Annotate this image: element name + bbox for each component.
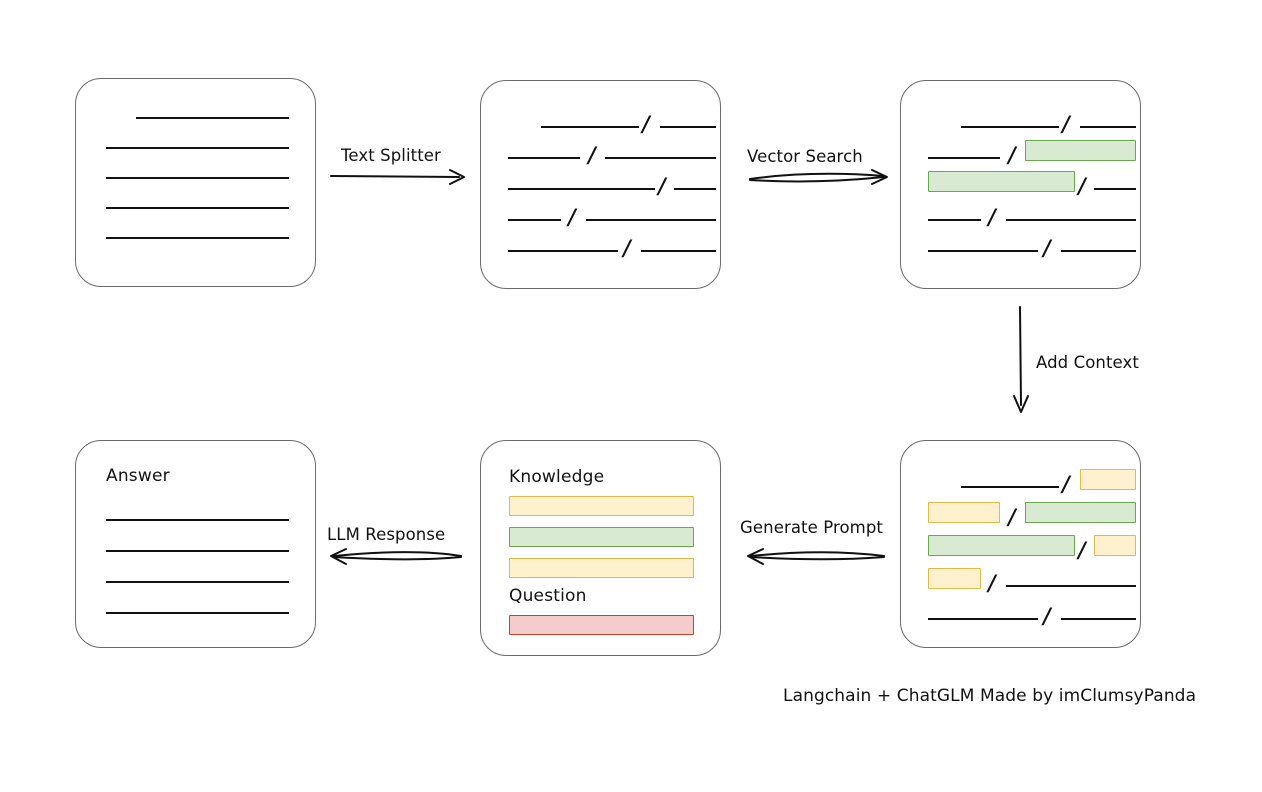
highlight-yellow-segment (928, 568, 981, 589)
arrow-add-context (1013, 306, 1029, 413)
text-line-segment (1006, 585, 1136, 587)
separator-slash: / (988, 204, 996, 229)
node-answer[interactable]: Answer (75, 440, 316, 648)
highlight-green-segment (928, 171, 1075, 192)
node-vector-matches[interactable]: / / / / / (900, 80, 1141, 289)
separator-slash: / (1062, 111, 1070, 136)
text-line-segment (928, 618, 1038, 620)
diagram-caption: Langchain + ChatGLM Made by imClumsyPand… (783, 686, 1197, 706)
node-split-document[interactable]: / / / / / (480, 80, 721, 289)
text-line-segment (106, 550, 289, 552)
prompt-bar-red (509, 615, 694, 635)
separator-slash: / (588, 142, 596, 167)
node-source-document[interactable] (75, 78, 316, 287)
text-line-segment (961, 126, 1059, 128)
edge-label-llm-response: LLM Response (327, 525, 446, 544)
text-line-segment (106, 581, 289, 583)
knowledge-label: Knowledge (509, 467, 605, 487)
highlight-green-segment (928, 535, 1075, 556)
separator-slash: / (1078, 173, 1086, 198)
prompt-bar-yellow (509, 496, 694, 516)
edge-label-text-splitter: Text Splitter (341, 146, 441, 165)
text-line-segment (1061, 250, 1136, 252)
text-line-segment (106, 207, 289, 209)
text-line-segment (106, 612, 289, 614)
arrow-vector-search (749, 169, 888, 185)
separator-slash: / (1008, 504, 1016, 529)
edge-label-generate-prompt: Generate Prompt (740, 518, 883, 537)
text-line-segment (136, 117, 289, 119)
text-line-segment (1061, 618, 1136, 620)
text-line-segment (928, 219, 981, 221)
separator-slash: / (623, 235, 631, 260)
highlight-yellow-segment (1094, 535, 1136, 556)
arrow-text-splitter (330, 169, 465, 185)
separator-slash: / (1043, 603, 1051, 628)
text-line-segment (508, 188, 655, 190)
edge-label-add-context: Add Context (1036, 353, 1139, 372)
separator-slash: / (1062, 471, 1070, 496)
text-line-segment (508, 219, 561, 221)
separator-slash: / (642, 111, 650, 136)
separator-slash: / (1008, 142, 1016, 167)
text-line-segment (605, 157, 716, 159)
answer-title: Answer (106, 466, 170, 486)
text-line-segment (928, 157, 1000, 159)
text-line-segment (106, 519, 289, 521)
separator-slash: / (658, 173, 666, 198)
separator-slash: / (988, 570, 996, 595)
question-label: Question (509, 586, 587, 606)
text-line-segment (508, 157, 580, 159)
text-line-segment (1006, 219, 1136, 221)
text-line-segment (106, 177, 289, 179)
separator-slash: / (1043, 235, 1051, 260)
edge-label-vector-search: Vector Search (747, 147, 863, 166)
text-line-segment (961, 486, 1059, 488)
prompt-bar-green (509, 527, 694, 547)
separator-slash: / (568, 204, 576, 229)
highlight-yellow-segment (928, 502, 1000, 523)
text-line-segment (586, 219, 716, 221)
highlight-green-segment (1025, 502, 1136, 523)
text-line-segment (1080, 126, 1136, 128)
prompt-bar-yellow (509, 558, 694, 578)
node-prompt[interactable]: Knowledge Question (480, 440, 721, 656)
arrow-llm-response (330, 548, 462, 565)
text-line-segment (106, 237, 289, 239)
text-line-segment (660, 126, 716, 128)
text-line-segment (641, 250, 716, 252)
highlight-green-segment (1025, 140, 1136, 161)
text-line-segment (1094, 188, 1136, 190)
text-line-segment (674, 188, 716, 190)
text-line-segment (508, 250, 618, 252)
text-line-segment (106, 147, 289, 149)
text-line-segment (541, 126, 639, 128)
separator-slash: / (1078, 537, 1086, 562)
arrow-generate-prompt (747, 548, 885, 565)
node-context-document[interactable]: / / / / / (900, 440, 1141, 648)
text-line-segment (928, 250, 1038, 252)
highlight-yellow-segment (1080, 469, 1136, 490)
